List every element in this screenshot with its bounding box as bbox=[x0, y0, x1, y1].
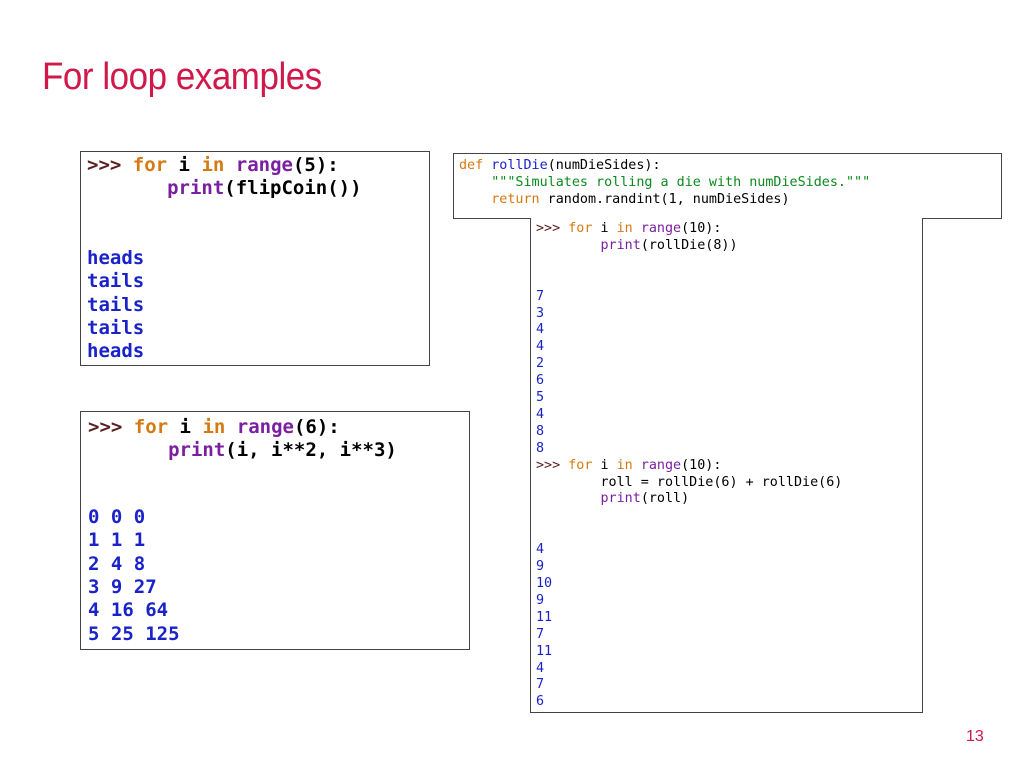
output-line: 7 bbox=[536, 677, 545, 693]
powers-code-panel: >>> for i in range(6): print(i, i**2, i*… bbox=[80, 411, 470, 650]
output-line: 4 bbox=[536, 406, 545, 422]
code-line: >>> for i in range(6): bbox=[88, 416, 340, 438]
code-line: >>> for i in range(10): bbox=[536, 457, 722, 473]
output-line: 8 bbox=[536, 440, 545, 456]
output-line: tails bbox=[87, 317, 145, 340]
output-line: 1 1 1 bbox=[88, 529, 146, 552]
output-line: 5 bbox=[536, 390, 545, 406]
output-line: 11 bbox=[536, 643, 553, 659]
rolldie-loops-panel: >>> for i in range(10): print(rollDie(8)… bbox=[530, 218, 923, 713]
output-line: 10 bbox=[536, 575, 553, 591]
output-line: 0 0 0 bbox=[88, 505, 146, 528]
output-line: 11 bbox=[536, 609, 553, 625]
code-line: print(rollDie(8)) bbox=[600, 237, 738, 253]
output-line: 3 bbox=[536, 305, 545, 321]
output-line: 7 bbox=[536, 288, 545, 304]
output-line: tails bbox=[87, 293, 145, 316]
output-line: 3 9 27 bbox=[88, 576, 157, 599]
code-line: def rollDie(numDieSides): bbox=[459, 158, 661, 173]
flipcoin-code-panel: >>> for i in range(5): print(flipCoin())… bbox=[80, 151, 430, 366]
code-line: print(i, i**2, i**3) bbox=[168, 439, 397, 462]
output-line: heads bbox=[87, 246, 145, 269]
output-line: 9 bbox=[536, 559, 545, 575]
rolldie-def-panel: def rollDie(numDieSides): """Simulates r… bbox=[453, 153, 1002, 219]
output-line: 6 bbox=[536, 373, 545, 389]
code-line: print(flipCoin()) bbox=[167, 177, 362, 200]
output-line: 4 bbox=[536, 660, 545, 676]
code-line: >>> for i in range(10): bbox=[536, 221, 722, 236]
output-line: 4 bbox=[536, 542, 545, 558]
code-line: """Simulates rolling a die with numDieSi… bbox=[491, 174, 871, 190]
output-line: heads bbox=[87, 340, 145, 363]
page-number: 13 bbox=[966, 728, 984, 745]
output-line: 4 16 64 bbox=[88, 599, 169, 622]
slide-title: For loop examples bbox=[42, 56, 322, 98]
code-line: >>> for i in range(5): bbox=[87, 154, 339, 176]
output-line: 8 bbox=[536, 423, 545, 439]
output-line: 2 bbox=[536, 356, 545, 372]
output-line: 2 4 8 bbox=[88, 552, 146, 575]
output-line: 9 bbox=[536, 592, 545, 608]
code-line: roll = rollDie(6) + rollDie(6) bbox=[600, 474, 843, 490]
code-line: print(roll) bbox=[600, 491, 690, 507]
output-line: tails bbox=[87, 270, 145, 293]
output-line: 4 bbox=[536, 322, 545, 338]
output-line: 6 bbox=[536, 694, 545, 710]
output-line: 5 25 125 bbox=[88, 622, 180, 645]
output-line: 4 bbox=[536, 339, 545, 355]
output-line: 7 bbox=[536, 626, 545, 642]
code-line: return random.randint(1, numDieSides) bbox=[491, 191, 790, 207]
